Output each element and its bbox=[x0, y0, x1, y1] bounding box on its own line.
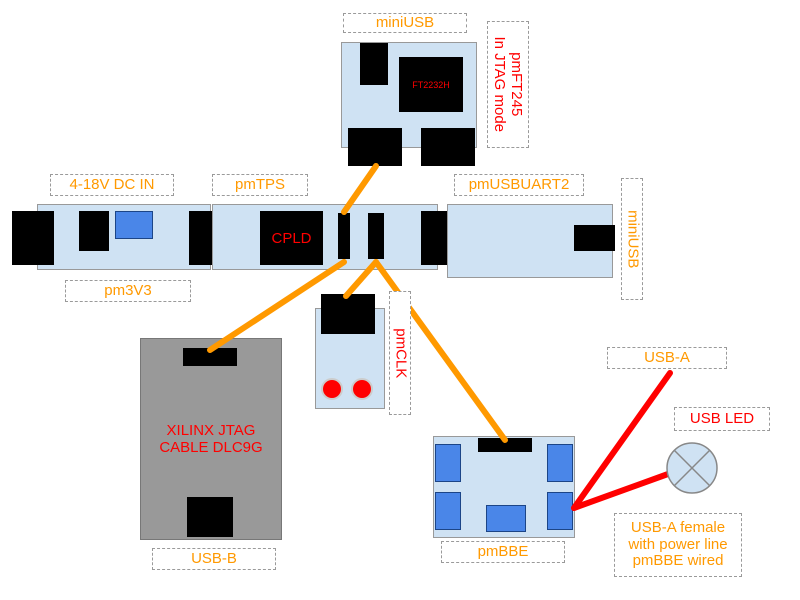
red-wires bbox=[571, 370, 673, 511]
usb-b-label: USB-B bbox=[152, 548, 276, 570]
pmusbuart2-label: pmUSBUART2 bbox=[454, 174, 584, 196]
pmft245-label-line1: pmFT245 bbox=[508, 52, 526, 117]
wire-usb-led bbox=[571, 471, 671, 511]
pmbbe-center-pad bbox=[486, 505, 526, 532]
xilinx-label-line2: CABLE DLC9G bbox=[159, 439, 263, 456]
pmtps-header-2 bbox=[368, 213, 384, 259]
wire-pmtps-to-xilinx bbox=[207, 259, 347, 353]
pmclk-label: pmCLK bbox=[389, 291, 411, 415]
pmbbe-pad-top-right bbox=[547, 444, 573, 482]
wire-ft-to-pmtps bbox=[341, 163, 379, 215]
dc-in-label: 4-18V DC IN bbox=[50, 174, 174, 196]
pmtps-header-1 bbox=[338, 213, 350, 259]
cpld-chip: CPLD bbox=[260, 211, 323, 265]
ft2232h-chip-label: FT2232H bbox=[412, 79, 450, 90]
pmbbe-pmod-connector bbox=[478, 438, 532, 452]
pmbbe-pad-top-left bbox=[435, 444, 461, 482]
usb-led-symbol bbox=[666, 442, 718, 494]
pmft245-side-label: pmFT245 In JTAG mode bbox=[487, 21, 529, 148]
wire-pmtps-to-pmclk bbox=[343, 259, 379, 299]
pm3v3-switch bbox=[79, 211, 109, 251]
usb-a-female-line3: pmBBE wired bbox=[632, 552, 724, 570]
usb-a-female-label: USB-A female with power line pmBBE wired bbox=[614, 513, 742, 577]
pmft245-label-line2: In JTAG mode bbox=[491, 36, 508, 133]
ft-miniusb-connector bbox=[360, 43, 388, 85]
ft-miniusb-label: miniUSB bbox=[343, 13, 467, 33]
ft-header-left bbox=[348, 128, 402, 166]
pmbbe-pad-bottom-right bbox=[547, 492, 573, 530]
pm3v3-label: pm3V3 bbox=[65, 280, 191, 302]
pmclk-led-2 bbox=[351, 378, 373, 400]
uart-miniusb-connector bbox=[574, 225, 615, 251]
pmtps-label: pmTPS bbox=[212, 174, 308, 196]
ft-header-right bbox=[421, 128, 475, 166]
wire-usb-a bbox=[571, 370, 673, 511]
usb-a-female-line2: with power line bbox=[628, 535, 728, 553]
cpld-label: CPLD bbox=[271, 229, 312, 247]
uart-miniusb-text: miniUSB bbox=[624, 209, 642, 269]
usb-led-label: USB LED bbox=[674, 407, 770, 431]
xilinx-usb-b-connector bbox=[187, 497, 233, 537]
pmclk-connector bbox=[321, 294, 375, 334]
ft2232h-chip: FT2232H bbox=[399, 57, 463, 112]
pmclk-led-1 bbox=[321, 378, 343, 400]
pmbbe-label: pmBBE bbox=[441, 541, 565, 563]
dc-jack bbox=[12, 211, 54, 265]
usb-led-cross-2 bbox=[673, 449, 711, 487]
pmclk-text: pmCLK bbox=[392, 327, 410, 379]
usb-a-female-line1: USB-A female bbox=[630, 519, 726, 537]
xilinx-label-line1: XILINX JTAG bbox=[166, 422, 256, 439]
xilinx-jtag-connector bbox=[183, 348, 237, 366]
orange-wires bbox=[207, 163, 508, 443]
pmbbe-pad-bottom-left bbox=[435, 492, 461, 530]
pm3v3-regulator bbox=[115, 211, 153, 239]
usb-a-label: USB-A bbox=[607, 347, 727, 369]
uart-miniusb-label: miniUSB bbox=[621, 178, 643, 300]
